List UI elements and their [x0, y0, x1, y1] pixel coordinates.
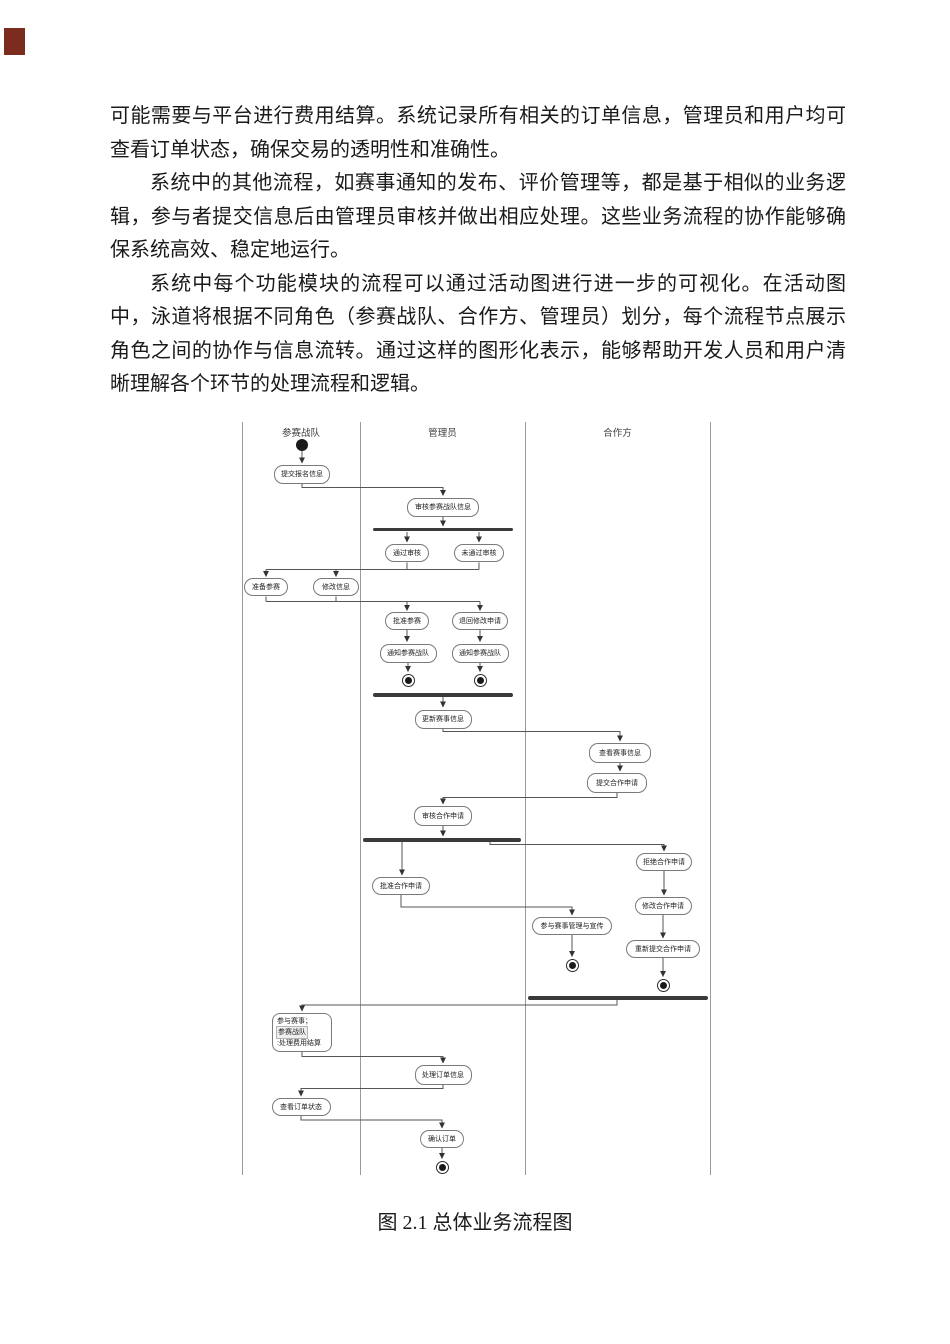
figure-caption: 图 2.1 总体业务流程图: [377, 1212, 573, 1234]
fee-settlement-line3: :处理费用结算: [277, 1040, 321, 1047]
paragraph-2: 系统中的其他流程，如赛事通知的发布、评价管理等，都是基于相似的业务逻辑，参与者提…: [110, 172, 846, 261]
node-notify-team-2: 通知参赛战队: [451, 643, 509, 663]
body-text: 可能需要与平台进行费用结算。系统记录所有相关的订单信息，管理员和用户均可查看订单…: [110, 100, 846, 402]
node-view-order-status: 查看订单状态: [271, 1098, 331, 1116]
node-reject-coop-request: 拒绝合作申请: [636, 853, 692, 871]
lane-line-right: [710, 422, 711, 1175]
node-review-coop-request: 审核合作申请: [414, 806, 472, 826]
node-participate-promo: 参与赛事管理与宣传: [532, 917, 612, 935]
node-notify-team-1: 通知参赛战队: [379, 643, 437, 663]
join-bar-1: [373, 693, 513, 697]
node-review-team-info: 审核参赛战队信息: [407, 497, 479, 517]
node-prepare-compete: 准备参赛: [244, 578, 288, 596]
final-node-2: [473, 673, 487, 687]
node-fail-review: 未通过审核: [454, 544, 504, 562]
join-bar-2: [528, 996, 708, 1000]
node-resubmit-coop-request: 重新提交合作申请: [626, 940, 700, 958]
node-return-modification: 退回修改申请: [452, 612, 508, 630]
activity-diagram: 参赛战队 管理员 合作方: [240, 422, 712, 1178]
node-update-event-info: 更新赛事信息: [414, 709, 472, 729]
node-modify-coop-request: 修改合作申请: [634, 897, 692, 915]
node-submit-registration: 提交报名信息: [274, 464, 330, 484]
node-process-order-info: 处理订单信息: [414, 1065, 472, 1085]
lane-header-teams: 参赛战队: [281, 428, 320, 439]
final-node-1: [401, 673, 415, 687]
initial-node: [296, 439, 308, 451]
paragraph-1: 可能需要与平台进行费用结算。系统记录所有相关的订单信息，管理员和用户均可查看订单…: [110, 105, 846, 161]
node-approve-participation: 批准参赛: [385, 612, 429, 630]
fork-bar-2: [363, 838, 521, 842]
final-node-5: [435, 1160, 449, 1174]
final-node-4: [656, 978, 670, 992]
fee-settlement-line2: 参赛战队: [276, 1026, 308, 1039]
node-fee-settlement: 参与赛事； 参赛战队 :处理费用结算: [272, 1013, 332, 1052]
corner-artifact: [4, 28, 25, 55]
lane-header-partner: 合作方: [603, 428, 632, 439]
fork-bar-1: [373, 527, 513, 531]
node-submit-coop-request: 提交合作申请: [587, 773, 647, 793]
paragraph-3: 系统中每个功能模块的流程可以通过活动图进行进一步的可视化。在活动图中，泳道将根据…: [110, 272, 846, 396]
lane-line-mid2: [525, 422, 526, 1175]
lane-header-admin: 管理员: [428, 428, 457, 439]
lane-line-left: [242, 422, 243, 1175]
node-pass-review: 通过审核: [385, 544, 429, 562]
fee-settlement-line1: 参与赛事；: [277, 1018, 312, 1025]
flow-edges: [262, 451, 668, 1159]
lane-line-mid1: [360, 422, 361, 1175]
node-modify-info: 修改信息: [313, 578, 359, 596]
node-approve-coop-request: 批准合作申请: [372, 877, 430, 895]
final-node-3: [565, 958, 579, 972]
node-view-event-info: 查看赛事信息: [589, 743, 651, 763]
node-confirm-order: 确认订单: [420, 1130, 464, 1148]
